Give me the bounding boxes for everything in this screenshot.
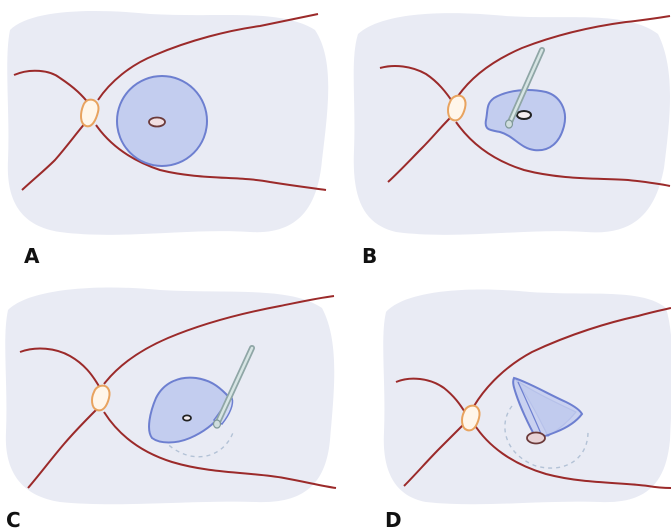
panel-b	[346, 0, 671, 240]
macular-hole	[183, 415, 191, 420]
panel-a	[0, 0, 330, 240]
macular-hole	[149, 118, 165, 127]
macular-hole	[517, 111, 531, 119]
panel-d	[380, 282, 671, 507]
panel-label-d: D	[385, 508, 402, 532]
panel-label-a: A	[24, 244, 40, 268]
panel-label-b: B	[362, 244, 378, 268]
panel-c	[0, 282, 340, 507]
macular-hole	[527, 433, 545, 444]
panel-label-c: C	[6, 508, 21, 532]
